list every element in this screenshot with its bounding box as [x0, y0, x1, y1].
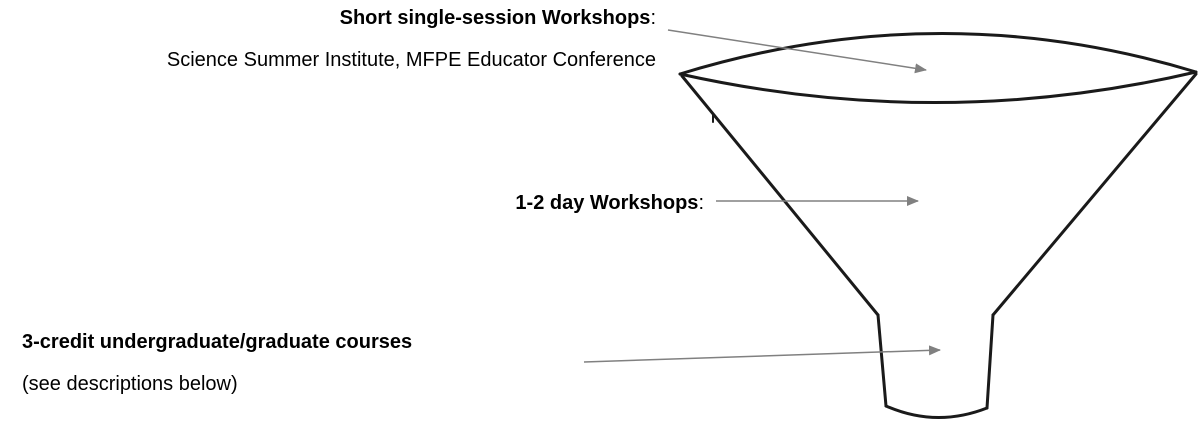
- funnel-rim-bottom: [678, 70, 1198, 104]
- day-workshops-heading: 1-2 day Workshops: [515, 192, 699, 214]
- arrow-icon: [667, 29, 927, 74]
- credit-courses-note: (see descriptions below): [22, 373, 238, 395]
- funnel-rim-top: [678, 32, 1198, 76]
- day-workshops-title: 1-2 day Workshops:: [515, 191, 704, 215]
- short-workshops-title: Short single-session Workshops:: [340, 6, 656, 30]
- funnel-spout-left: [876, 313, 888, 408]
- funnel-cone-right: [991, 72, 1198, 317]
- funnel-icon: [678, 32, 1198, 420]
- short-workshops-heading: Short single-session Workshops: [339, 7, 651, 29]
- funnel-spout-right: [985, 313, 995, 410]
- short-workshops-examples: Science Summer Institute, MFPE Educator …: [166, 49, 656, 71]
- credit-courses-title: 3-credit undergraduate/graduate courses: [22, 331, 413, 353]
- day-workshops-colon: :: [698, 192, 704, 214]
- arrow-icon: [583, 345, 941, 363]
- funnel-cone-left: [680, 74, 880, 317]
- funnel-spout-bottom: [884, 404, 989, 420]
- short-workshops-colon: :: [650, 7, 656, 29]
